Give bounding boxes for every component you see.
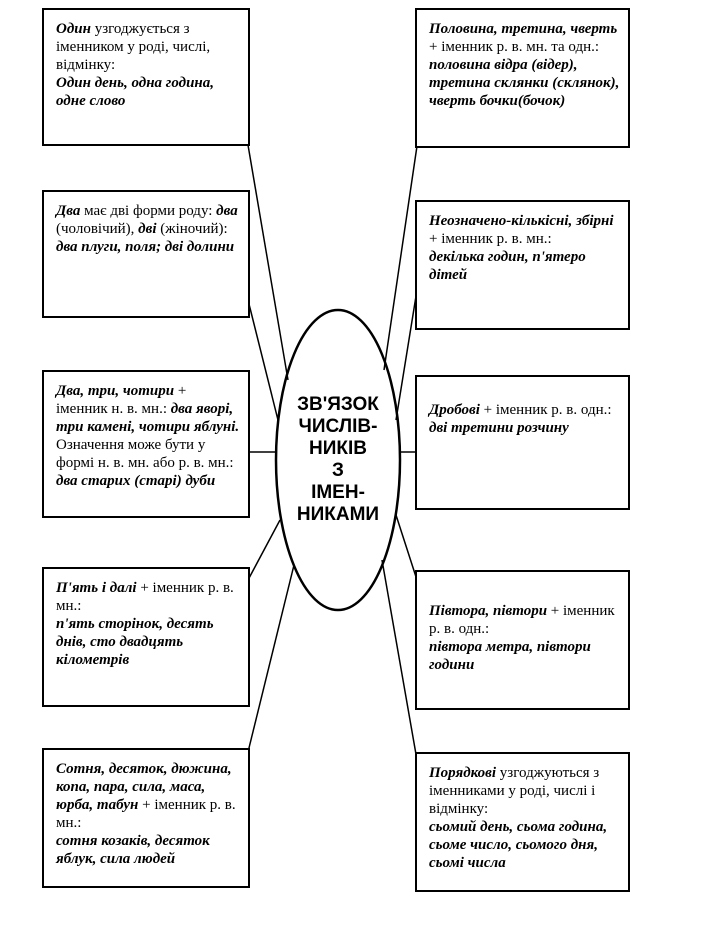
rule-keyword: Два, три, чотири (56, 383, 175, 399)
example-text: два плуги, поля; дві долини (56, 239, 235, 255)
rule-keyword: Сотня, десяток, дюжина, копа, пара, сила… (56, 761, 232, 813)
example-text: сьомий день, сьома година, сьоме число, … (429, 819, 608, 871)
example-text-2: два старих (старі) дуби (56, 473, 216, 489)
box-left-4: П'ять і далі + іменник р. в. мн.: п'ять … (42, 567, 250, 707)
connector-left-4 (247, 519, 281, 581)
box-left-2: Два має дві форми роду: два (чоловічий),… (42, 190, 250, 318)
rule-keyword: Порядкові (429, 765, 497, 781)
rule-keyword-2: два (216, 203, 238, 219)
example-text: сотня козаків, десяток яблук, сила людей (56, 833, 210, 867)
box-right-2: Неозначено-кількісні, збірні + іменник р… (415, 200, 630, 330)
connector-left-5 (247, 564, 295, 753)
rule-text: узгоджуються з іменниками у роді, числі … (429, 765, 600, 817)
rule-text-2: Означення може бути у формі н. в. мн. аб… (56, 437, 234, 471)
rule-keyword: Півтора, півтори (429, 603, 548, 619)
rule-text-2: (чоловічий), (56, 221, 139, 237)
box-right-1: Половина, третина, чверть + іменник р. в… (415, 8, 630, 148)
example-text: Один день, одна година, одне слово (56, 75, 214, 109)
rule-keyword-3: дві (138, 221, 157, 237)
example-text: п'ять сторінок, десять днів, сто двадцят… (56, 616, 214, 668)
center-label: ЗВ'ЯЗОК ЧИСЛІВ- НИКІВ З ІМЕН- НИКАМИ (296, 394, 380, 525)
connector-right-4 (395, 514, 418, 581)
rule-text: + іменник р. в. мн. та одн.: (429, 39, 600, 55)
box-right-4: Півтора, півтори + іменник р. в. одн.: п… (415, 570, 630, 710)
rule-text: + іменник р. в. одн.: (479, 402, 612, 418)
box-right-5: Порядкові узгоджуються з іменниками у ро… (415, 752, 630, 892)
example-text: половина відра (відер), третина склянки … (429, 57, 620, 109)
box-left-5: Сотня, десяток, дюжина, копа, пара, сила… (42, 748, 250, 888)
rule-text: має дві форми роду: (80, 203, 217, 219)
connector-right-2 (395, 289, 418, 421)
center-node: ЗВ'ЯЗОК ЧИСЛІВ- НИКІВ З ІМЕН- НИКАМИ (273, 310, 403, 610)
rule-text-3: (жіночий): (156, 221, 228, 237)
rule-text: узгоджується з іменником у роді, числі, … (56, 21, 211, 73)
rule-keyword: Дробові (429, 402, 480, 418)
connector-left-2 (247, 299, 279, 421)
connector-left-1 (247, 144, 289, 381)
rule-keyword: Два (56, 203, 81, 219)
rule-keyword: Половина, третина, чверть (429, 21, 618, 37)
connector-right-5 (381, 559, 418, 761)
center-ellipse (274, 308, 402, 612)
rule-text: + іменник р. в. мн.: (56, 580, 234, 614)
rule-text: + іменник р. в. одн.: (429, 603, 615, 637)
example-text: дві третини розчину (429, 420, 569, 436)
rule-keyword: Неозначено-кількісні, збірні (429, 213, 614, 229)
box-right-3: Дробові + іменник р. в. одн.: дві третин… (415, 375, 630, 510)
box-left-1: Один узгоджується з іменником у роді, чи… (42, 8, 250, 146)
rule-keyword: Один (56, 21, 91, 37)
rule-text: + іменник н. в. мн.: (56, 383, 187, 417)
example-text: декілька годин, п'ятеро дітей (429, 249, 586, 283)
rule-text: + іменник р. в. мн.: (56, 797, 236, 831)
rule-text: + іменник р. в. мн.: (429, 231, 552, 247)
example-text: два яворі, три камені, чотири яблуні. (56, 401, 240, 435)
connector-right-1 (383, 145, 418, 371)
rule-keyword: П'ять і далі (56, 580, 137, 596)
example-text: півтора метра, півтори години (429, 639, 591, 673)
box-left-3: Два, три, чотири + іменник н. в. мн.: дв… (42, 370, 250, 518)
